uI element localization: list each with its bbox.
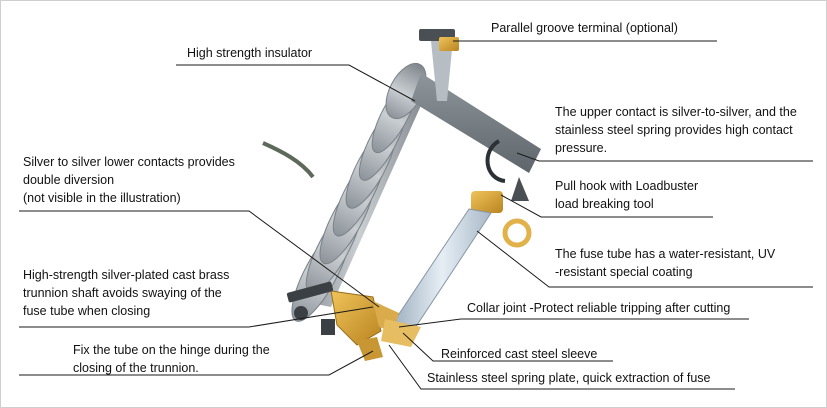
label-line: High strength insulator [187, 46, 313, 60]
label-cast-steel-sleeve: Reinforced cast steel sleeve [441, 345, 597, 363]
label-line: -resistant special coating [555, 265, 693, 279]
leader-fix-tube [19, 350, 374, 376]
label-line: Pull hook with Loadbuster [555, 179, 699, 193]
label-pull-hook: Pull hook with Loadbuster load breaking … [555, 177, 698, 213]
leader-collar-joint [398, 318, 749, 328]
label-spring-plate: Stainless steel spring plate, quick extr… [427, 369, 710, 387]
label-fix-tube: Fix the tube on the hinge during the clo… [73, 341, 270, 377]
leader-lines [19, 40, 813, 390]
label-line: The upper contact is silver-to-silver, a… [555, 105, 797, 119]
label-line: load breaking tool [555, 197, 654, 211]
label-line: (not visible in the illustration) [23, 191, 181, 205]
label-line: stainless steel spring provides high con… [555, 123, 793, 137]
label-line: double diversion [23, 173, 115, 187]
leader-pull-hook [500, 194, 713, 218]
upper-contact-arm [411, 29, 541, 201]
label-line: Silver to silver lower contacts provides [23, 155, 235, 169]
label-line: Parallel groove terminal (optional) [491, 21, 678, 35]
label-trunnion-shaft: High-strength silver-plated cast brass t… [23, 266, 229, 320]
label-line: pressure. [555, 141, 608, 155]
leader-cast-steel-sleeve [402, 332, 613, 362]
leader-trunnion [19, 306, 374, 328]
label-high-strength-insulator: High strength insulator [187, 44, 312, 62]
leader-lower-contacts [19, 210, 380, 308]
label-upper-contact: The upper contact is silver-to-silver, a… [555, 103, 797, 157]
label-line: High-strength silver-plated cast brass [23, 268, 230, 282]
label-collar-joint: Collar joint -Protect reliable tripping … [467, 299, 730, 317]
insulator [291, 62, 431, 322]
pull-hook [471, 191, 532, 248]
leader-fuse-tube [476, 230, 813, 288]
label-fuse-tube: The fuse tube has a water-resistant, UV … [555, 245, 775, 281]
label-line: fuse tube when closing [23, 304, 151, 318]
label-line: Collar joint -Protect reliable tripping … [467, 301, 731, 315]
label-lower-contacts: Silver to silver lower contacts provides… [23, 153, 235, 207]
ground-wire [262, 141, 315, 179]
lower-hinge [286, 281, 421, 361]
label-parallel-groove-terminal: Parallel groove terminal (optional) [491, 19, 678, 37]
label-line: trunnion shaft avoids swaying of the [23, 286, 222, 300]
leader-upper-contact [516, 152, 813, 162]
label-line: Fix the tube on the hinge during the [73, 343, 270, 357]
label-line: Reinforced cast steel sleeve [441, 347, 598, 361]
label-line: Stainless steel spring plate, quick extr… [427, 371, 711, 385]
leader-insulator [176, 64, 416, 102]
label-line: closing of the trunnion. [73, 361, 199, 375]
label-line: The fuse tube has a water-resistant, UV [555, 247, 776, 261]
leader-spring-plate [388, 344, 735, 390]
